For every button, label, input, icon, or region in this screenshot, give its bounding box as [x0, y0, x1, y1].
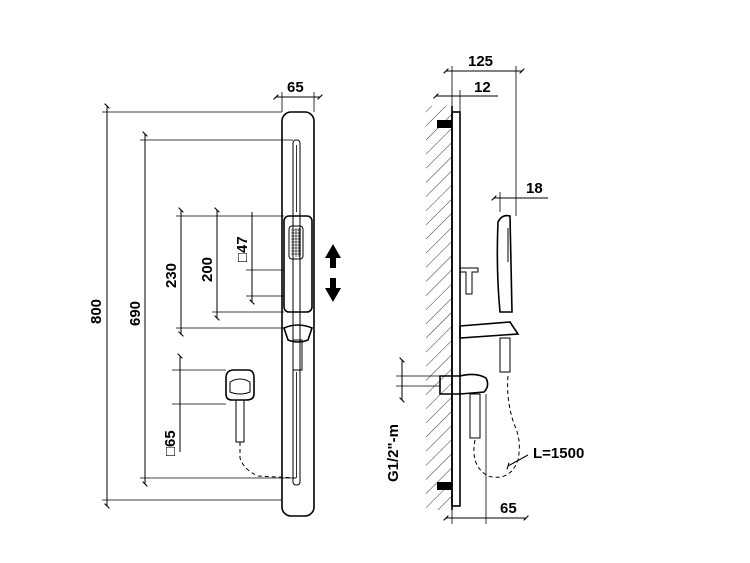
dim-handset-length: 200 [199, 257, 216, 282]
dim-rail-height: 690 [127, 301, 144, 326]
dim-side-depth: 125 [468, 53, 493, 70]
front-handset [283, 215, 313, 313]
front-back-plate [281, 111, 315, 517]
dim-outlet-size: □65 [162, 430, 179, 456]
front-slider-holder [283, 324, 313, 343]
dim-plate-thickness: 12 [474, 79, 491, 96]
dim-slide-travel: 230 [163, 263, 180, 288]
side-wall-outlet [439, 373, 489, 395]
dim-head-thickness: 18 [526, 180, 543, 197]
side-wall-section [426, 106, 452, 510]
front-view: 65 800 690 230 200 □47 □65 [88, 79, 341, 517]
dim-handset-width: □47 [234, 236, 251, 262]
side-slider-holder [459, 321, 520, 339]
label-hose-length: L=1500 [533, 445, 584, 462]
slide-direction-arrow [325, 244, 341, 302]
front-handset-spray-face [288, 225, 304, 260]
dim-front-width: 65 [287, 79, 304, 96]
dim-outlet-projection: 65 [500, 500, 517, 517]
dim-connection-thread: G1/2"-m [385, 424, 402, 482]
side-view: 125 12 18 65 G1/2"-m L=1500 [385, 53, 584, 524]
spray-nozzles [291, 228, 301, 257]
side-handset [496, 214, 513, 313]
front-wall-outlet [225, 369, 297, 479]
dim-total-height: 800 [88, 299, 105, 324]
wall-fixings [437, 120, 452, 490]
side-back-plate [451, 111, 461, 507]
